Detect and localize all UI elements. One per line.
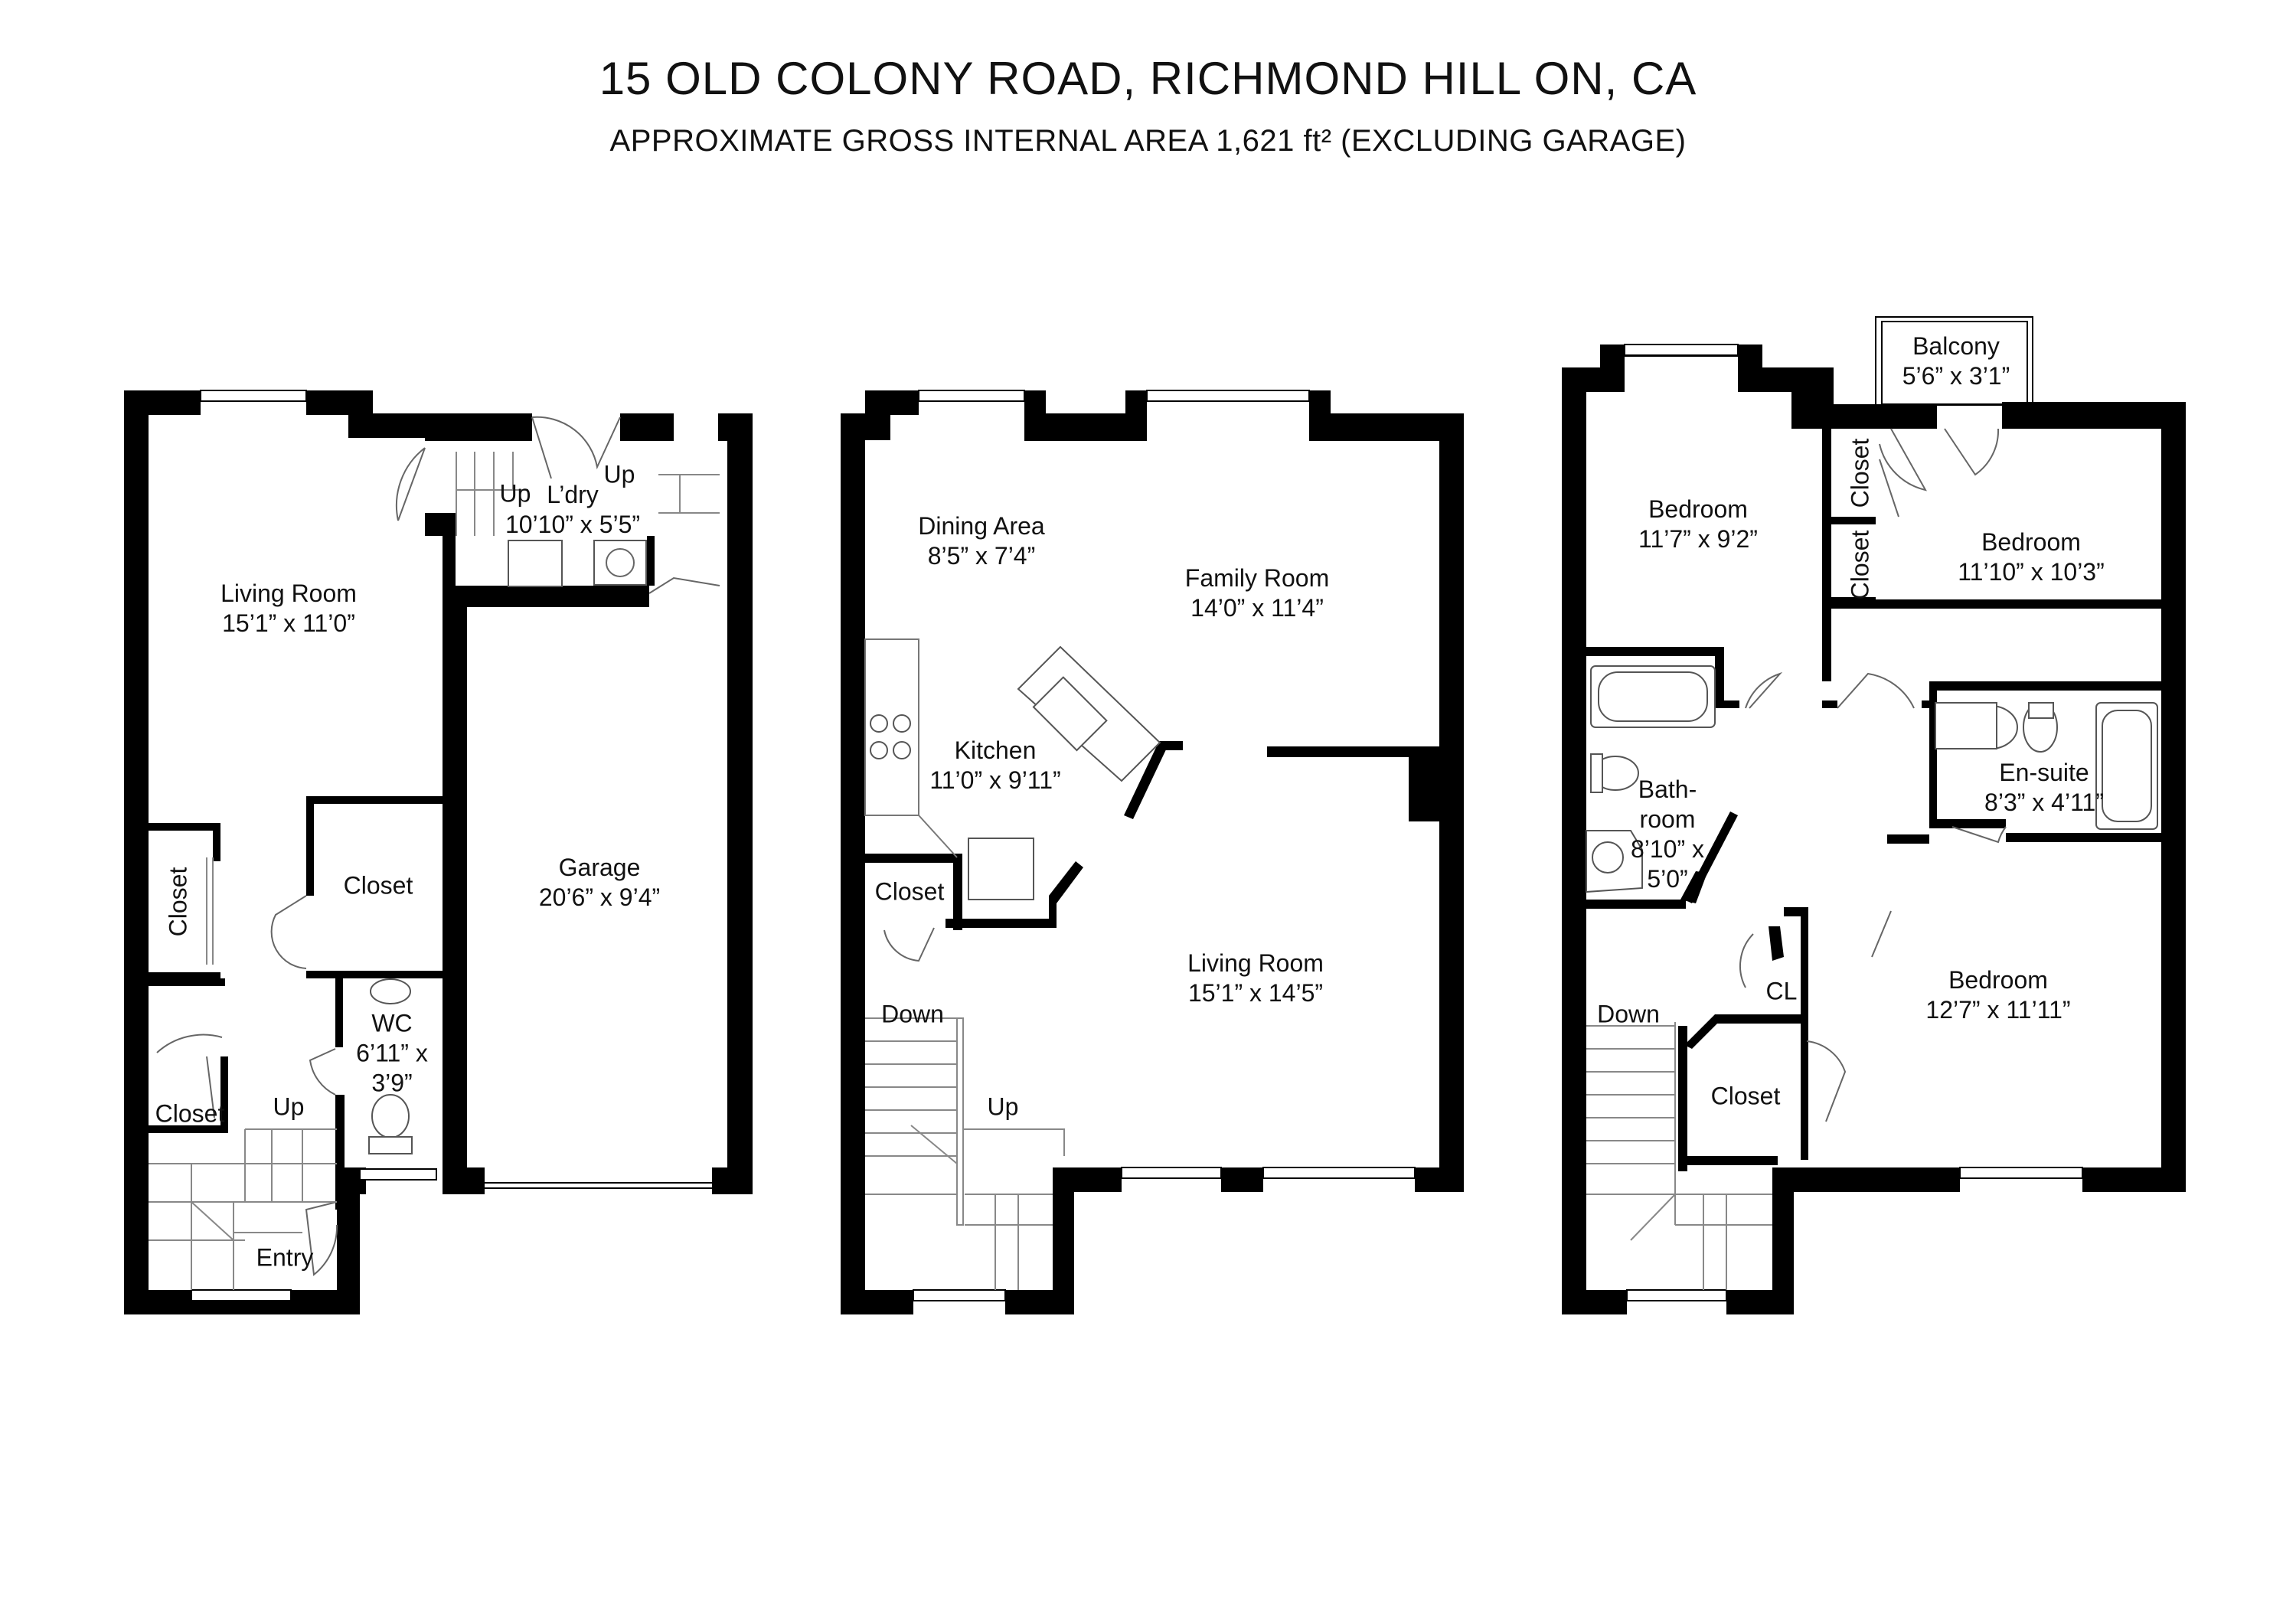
label-down-3: Down <box>1597 1000 1660 1028</box>
label-up-right: Up <box>603 460 635 488</box>
floor-1-plan <box>124 390 753 1314</box>
label-closet-lower: Closet <box>155 1099 225 1128</box>
label-up-2: Up <box>987 1092 1019 1121</box>
label-closet-c: Closet <box>1710 1082 1781 1110</box>
label-closet-center: Closet <box>343 871 413 900</box>
label-closet-2: Closet <box>874 877 945 906</box>
label-closet-b: Closet <box>1846 530 1874 600</box>
plan-subtitle: APPROXIMATE GROSS INTERNAL AREA 1,621 ft… <box>609 124 1687 158</box>
floor-3-plan <box>1562 316 2186 1314</box>
label-closet-a: Closet <box>1846 438 1874 508</box>
label-up-stairs-1: Up <box>273 1092 305 1121</box>
label-down-2: Down <box>881 1000 944 1028</box>
label-entry: Entry <box>256 1243 314 1272</box>
plan-title: 15 OLD COLONY ROAD, RICHMOND HILL ON, CA <box>599 53 1697 104</box>
floor-2-plan <box>841 390 1464 1314</box>
label-closet-vertical: Closet <box>164 867 192 937</box>
label-cl: CL <box>1765 977 1798 1005</box>
label-up-left: Up <box>499 479 531 508</box>
